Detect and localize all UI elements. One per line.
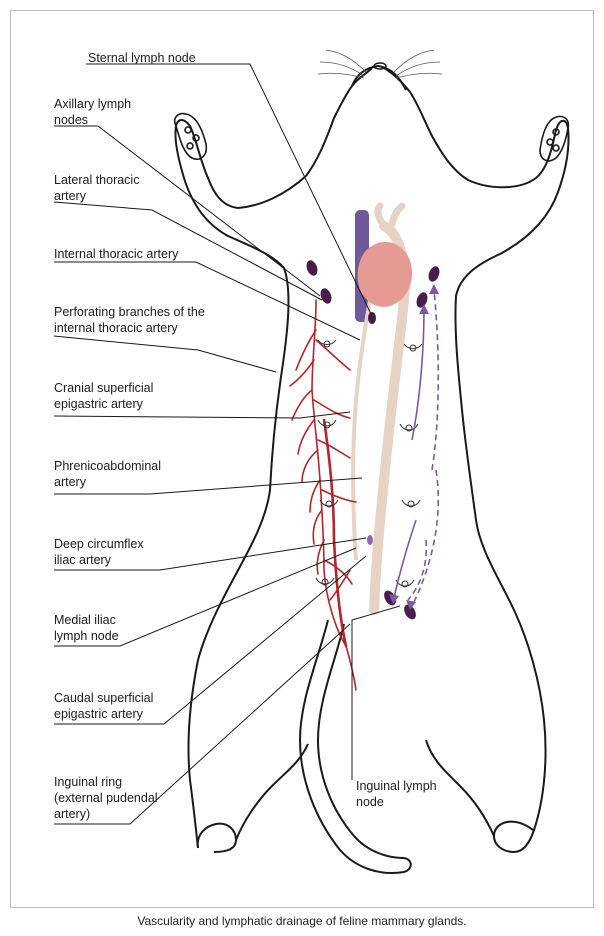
label-cranial-superficial-epigastric-artery: Cranial superficial epigastric artery [54, 380, 153, 412]
aortic-arch [378, 206, 402, 226]
label-axillary-lymph-nodes: Axillary lymph nodes [54, 96, 131, 128]
label-sternal-lymph-node: Sternal lymph node [88, 50, 196, 66]
label-internal-thoracic-artery: Internal thoracic artery [54, 246, 178, 262]
arteries [290, 300, 356, 690]
axillary-node [415, 291, 430, 309]
label-inguinal-ring: Inguinal ring (external pudendal artery) [54, 774, 158, 822]
whiskers [318, 50, 442, 78]
label-phrenicoabdominal-artery: Phrenicoabdominal artery [54, 458, 161, 490]
cat-outline-right [384, 68, 569, 852]
label-inguinal-lymph-node: Inguinal lymph node [356, 778, 437, 810]
axillary-node [319, 287, 334, 305]
sternal-node [368, 312, 376, 324]
label-medial-iliac-lymph-node: Medial iliac lymph node [54, 612, 119, 644]
figure-caption: Vascularity and lymphatic drainage of fe… [0, 914, 604, 928]
label-caudal-superficial-epigastric-artery: Caudal superficial epigastric artery [54, 690, 153, 722]
axillary-node [305, 259, 320, 277]
cat-outline [175, 68, 372, 848]
tail-tip [404, 858, 411, 872]
medial-iliac-node [367, 535, 373, 545]
internal-thoracic-vessel [353, 290, 372, 560]
axillary-node [427, 265, 442, 283]
label-deep-circumflex-iliac-artery: Deep circumflex iliac artery [54, 536, 144, 568]
label-perforating-branches: Perforating branches of the internal tho… [54, 304, 205, 336]
label-lateral-thoracic-artery: Lateral thoracic artery [54, 172, 139, 204]
front-paws [175, 114, 569, 161]
